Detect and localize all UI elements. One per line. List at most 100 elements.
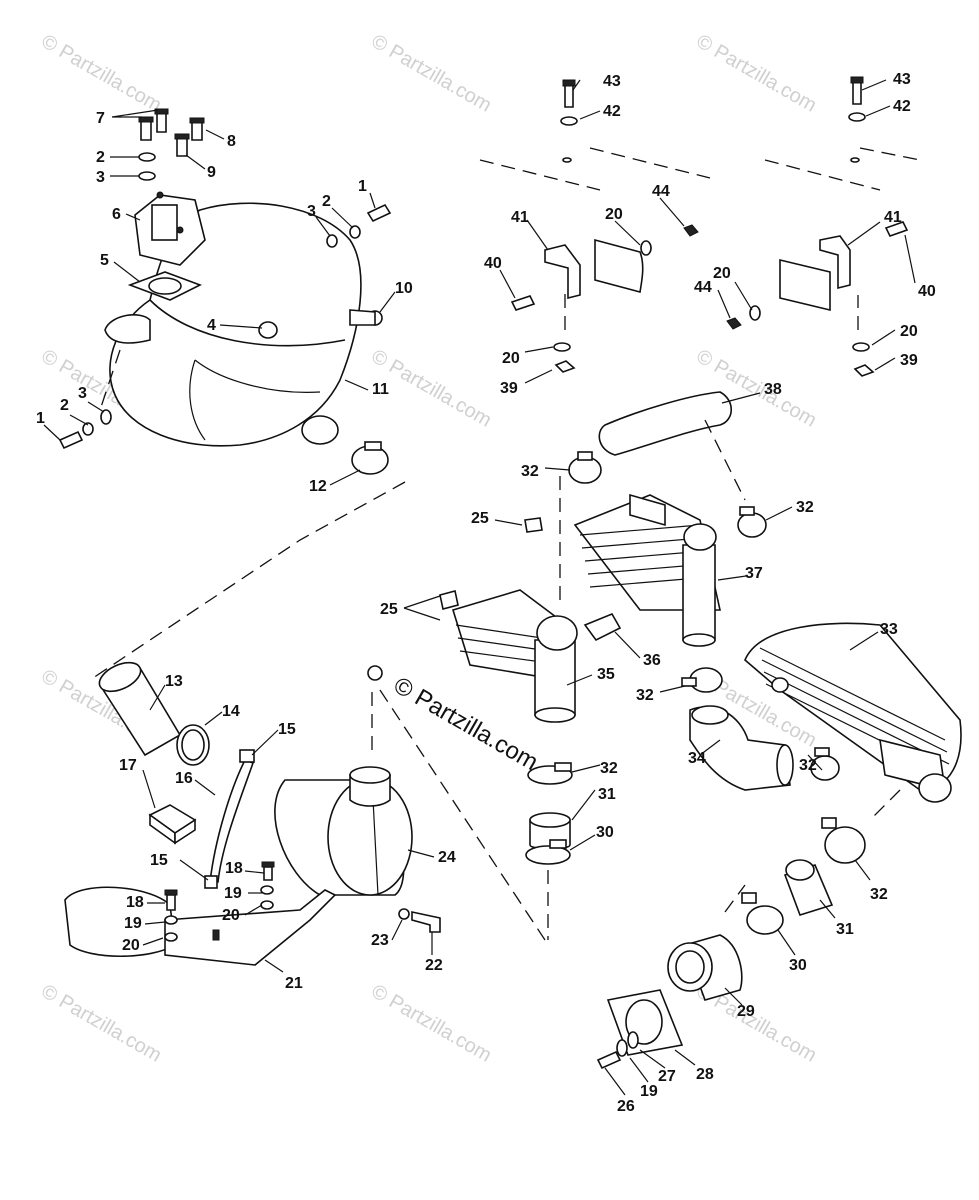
callout-17: 17: [119, 757, 137, 774]
callout-44: 44: [652, 183, 670, 200]
clamp-part-12: [351, 441, 389, 475]
manifold-part-6: [134, 191, 206, 266]
callout-labels: 7 8 2 3 9 6 5 4 10 11 1 2 3 1 2 3 12 13 …: [36, 71, 936, 1115]
callout-7: 7: [96, 110, 105, 127]
callout-11: 11: [372, 381, 389, 398]
callout-33: 33: [880, 621, 898, 638]
watermark: © Partzilla.com: [693, 30, 821, 116]
muffler-part-24: [274, 766, 413, 896]
callout-25: 25: [471, 510, 489, 527]
bolt-part-1-left: [58, 409, 112, 450]
callout-20: 20: [713, 265, 731, 282]
clamps-part-32-middle: [681, 667, 840, 781]
leader-lines: [43, 79, 916, 1096]
callout-35: 35: [597, 666, 615, 683]
clamp-part-14: [176, 724, 210, 766]
callout-27: 27: [658, 1068, 676, 1085]
callout-22: 22: [425, 957, 443, 974]
nuts-washers-parts-20-39-44: [510, 221, 909, 377]
bolt-washers-parts-19-26-27: [596, 1031, 639, 1070]
callout-21: 21: [285, 975, 303, 992]
watermark: © Partzilla.com: [368, 980, 496, 1066]
callout-1: 1: [36, 410, 45, 427]
callout-20: 20: [605, 206, 623, 223]
callout-28: 28: [696, 1066, 714, 1083]
callout-39: 39: [900, 352, 918, 369]
brand-logo: © Partzilla.com: [367, 665, 543, 776]
callout-41: 41: [884, 209, 902, 226]
callout-41: 41: [511, 209, 529, 226]
callout-25: 25: [380, 601, 398, 618]
callout-3: 3: [78, 385, 87, 402]
gasket-part-5: [127, 271, 203, 301]
callout-2: 2: [96, 149, 105, 166]
callout-30: 30: [596, 824, 614, 841]
callout-9: 9: [207, 164, 216, 181]
bolt-part-1-right: [326, 203, 392, 248]
callout-10: 10: [395, 280, 413, 297]
clamp-coupler-parts-30-31-32-lower: [741, 817, 866, 935]
callout-32: 32: [600, 760, 618, 777]
callout-23: 23: [371, 932, 389, 949]
clip-parts-22-23: [398, 908, 441, 933]
water-box-part-35: [451, 589, 578, 723]
callout-43: 43: [603, 73, 621, 90]
water-box-part-37: [573, 493, 721, 647]
callout-44: 44: [694, 279, 712, 296]
label-part-25-lower: [439, 590, 459, 610]
watermark: © Partzilla.com: [38, 30, 166, 116]
elbow-hose-part-34: [689, 705, 794, 791]
hose-part-36: [583, 612, 622, 642]
bolt-washers-parts-18-19-20: [164, 861, 275, 942]
pad-part-17: [148, 804, 197, 845]
callout-32: 32: [636, 687, 654, 704]
callout-32: 32: [521, 463, 539, 480]
callout-20: 20: [122, 937, 140, 954]
callout-1: 1: [358, 178, 367, 195]
callout-34: 34: [688, 750, 706, 767]
callout-12: 12: [309, 478, 327, 495]
callout-18: 18: [225, 860, 243, 877]
watermark: © Partzilla.com: [368, 30, 496, 116]
bracket-part-41-right: [779, 235, 851, 312]
callout-20: 20: [502, 350, 520, 367]
callout-42: 42: [603, 103, 621, 120]
water-box-part-33: [744, 622, 962, 803]
callout-32: 32: [870, 886, 888, 903]
callout-31: 31: [598, 786, 616, 803]
callout-20: 20: [900, 323, 918, 340]
callout-29: 29: [737, 1003, 755, 1020]
callout-8: 8: [227, 133, 236, 150]
connection-lines: [89, 290, 901, 941]
callout-15: 15: [278, 721, 296, 738]
callout-26: 26: [617, 1098, 635, 1115]
clamp-coupler-parts-30-31-32-center: [525, 762, 573, 865]
hull-dash-lines: [479, 147, 921, 191]
bracket-part-41-left: [544, 238, 644, 300]
bolt-washer-parts-42-43: [560, 76, 866, 126]
callout-32: 32: [799, 757, 817, 774]
bolt-parts-7-8-9: [138, 108, 205, 157]
callout-32: 32: [796, 499, 814, 516]
callout-13: 13: [165, 673, 183, 690]
callout-5: 5: [100, 252, 109, 269]
callout-30: 30: [789, 957, 807, 974]
strap-parts-15-16: [204, 749, 255, 889]
callout-19: 19: [640, 1083, 658, 1100]
outlet-part-29: [667, 934, 743, 1001]
callout-20: 20: [222, 907, 240, 924]
callout-3: 3: [96, 169, 105, 186]
washer-parts-2-3-top: [138, 152, 156, 181]
callout-42: 42: [893, 98, 911, 115]
callout-14: 14: [222, 703, 240, 720]
hose-part-38: [598, 391, 733, 456]
brand-mark: © Partzilla.com: [389, 672, 543, 776]
callout-3: 3: [307, 203, 316, 220]
callout-31: 31: [836, 921, 854, 938]
callout-6: 6: [112, 206, 121, 223]
bracket-part-21: [64, 886, 337, 966]
callout-37: 37: [745, 565, 763, 582]
callout-40: 40: [484, 255, 502, 272]
